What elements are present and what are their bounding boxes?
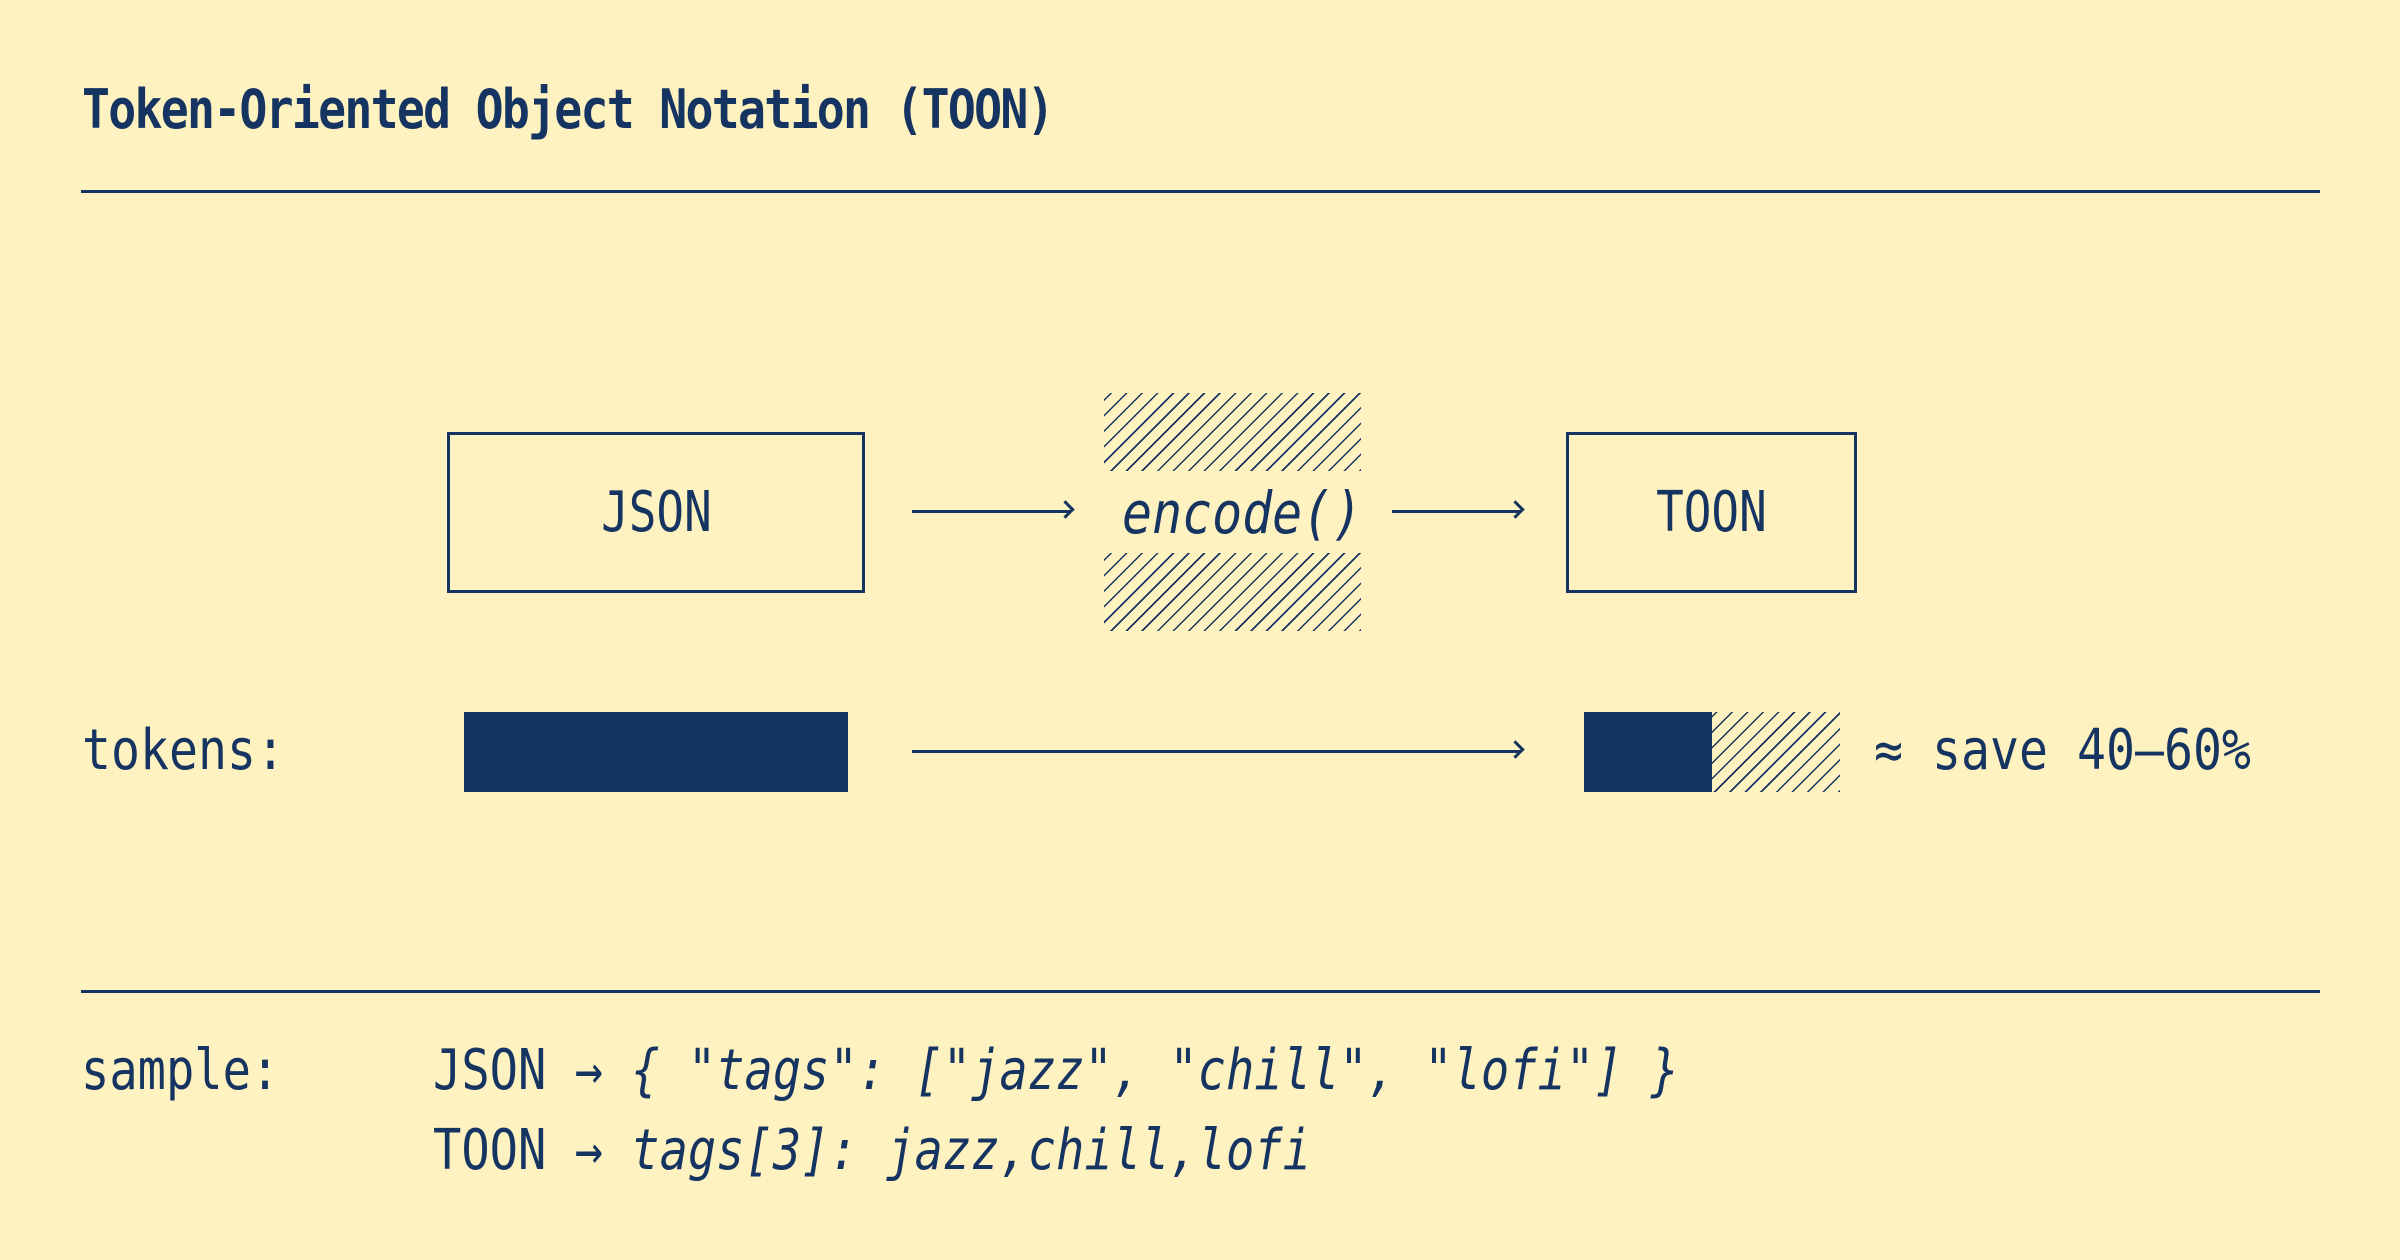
sample-toon-code: tags[3]: jazz,chill,lofi [631, 1118, 1311, 1183]
toon-box: TOON [1566, 432, 1857, 593]
hatch-bottom-pattern [1104, 553, 1361, 631]
json-box: JSON [447, 432, 865, 593]
sample-label: sample: [81, 1038, 280, 1103]
toon-token-bar-solid [1584, 712, 1712, 792]
page-title: Token-Oriented Object Notation (TOON) [82, 78, 1055, 141]
hatch-top-pattern [1104, 393, 1361, 471]
json-token-bar [464, 712, 848, 792]
sample-toon-prefix: TOON → [433, 1118, 603, 1183]
sample-json-line: JSON → { "tags": ["jazz", "chill", "lofi… [433, 1038, 1679, 1103]
toon-token-bar-saved-hatch [1712, 712, 1840, 792]
sample-json-prefix: JSON → [433, 1038, 603, 1103]
encode-function-label: encode() [1121, 479, 1363, 547]
sample-toon-line: TOON → tags[3]: jazz,chill,lofi [433, 1118, 1311, 1183]
top-divider [81, 190, 2320, 193]
tokens-label: tokens: [82, 718, 285, 783]
json-box-label: JSON [600, 480, 712, 545]
toon-box-label: TOON [1656, 480, 1767, 545]
sample-json-code: { "tags": ["jazz", "chill", "lofi"] } [631, 1038, 1680, 1103]
arrow-json-to-encode-icon [912, 510, 1070, 513]
arrow-tokens-icon [912, 750, 1520, 753]
arrow-encode-to-toon-icon [1392, 510, 1520, 513]
bottom-divider [81, 990, 2320, 993]
savings-label: ≈ save 40–60% [1874, 718, 2251, 783]
